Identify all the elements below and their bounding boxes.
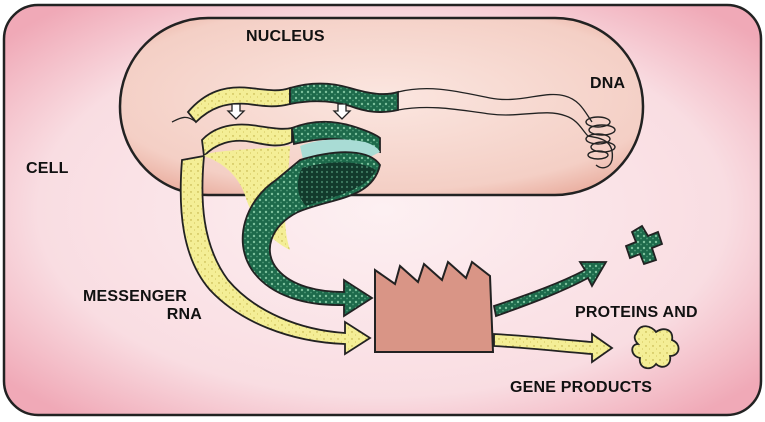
messenger-rna-label: MESSENGER RNA [44,288,226,324]
messenger-rna-label-line2: RNA [44,306,226,324]
messenger-rna-label-line1: MESSENGER [44,288,226,306]
dna-label: DNA [590,75,625,93]
proteins-label: PROTEINS AND [575,304,698,322]
gene-products-label: GENE PRODUCTS [510,379,652,397]
nucleus-label: NUCLEUS [246,28,325,46]
cell-label: CELL [26,160,69,178]
